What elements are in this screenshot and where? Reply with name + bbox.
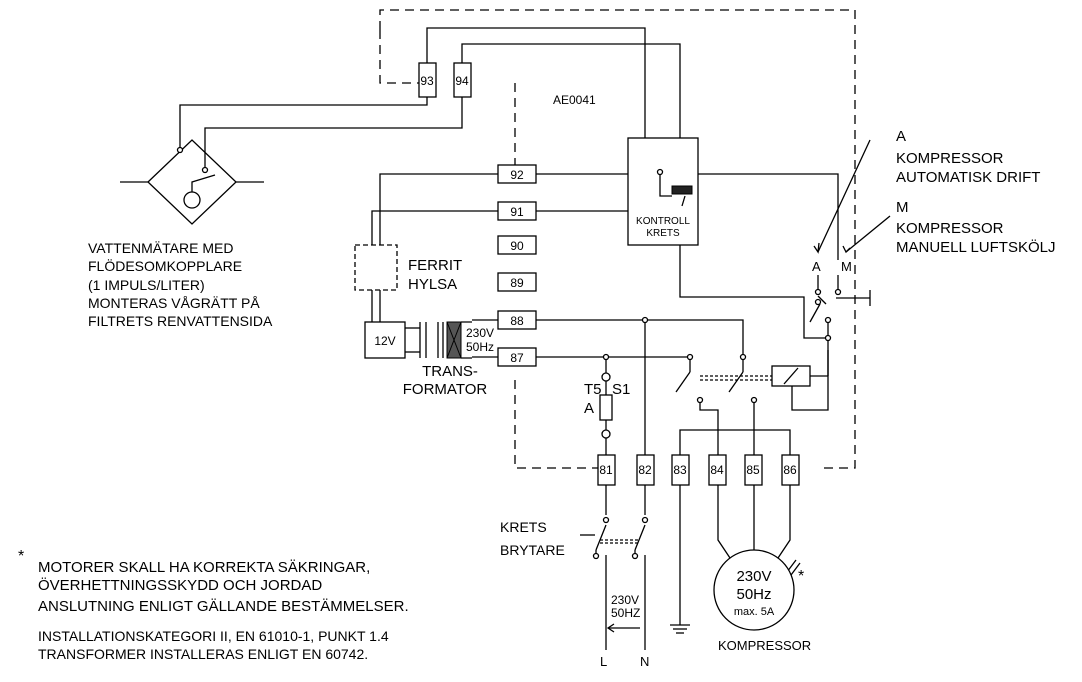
terminal-88: 88 [510,314,524,328]
notes-line4: INSTALLATIONSKATEGORI II, EN 61010-1, PU… [38,628,389,644]
terminal-89: 89 [510,276,524,290]
mains-voltage: 230V [611,593,639,607]
control-circuit-label-1: KONTROLL [636,216,690,227]
fuse-rating-a: A [584,400,594,417]
contact-a-label: A [812,259,821,274]
motor-max-current: max. 5A [734,606,775,618]
transformer-secondary-label: 12V [374,334,395,348]
relay-icon [656,168,693,207]
enclosure-boundary [379,9,856,469]
auto-mode-line2: AUTOMATISK DRIFT [896,169,1040,186]
notes-line2: ÖVERHETTNINGSSKYDD OCH JORDAD [38,576,322,594]
auto-mode-letter: A [896,128,906,145]
notes-line5: TRANSFORMER INSTALLERAS ENLIGT EN 60742. [38,646,368,662]
fuse-label-s1: S1 [612,381,630,398]
ferrite-label-2: HYLSA [408,276,457,293]
fuse-icon [599,372,613,439]
terminal-82: 82 [638,463,652,477]
terminal-87: 87 [510,351,524,365]
water-meter-line1: VATTENMÄTARE MED [88,240,233,256]
terminal-blocks [418,62,800,486]
mode-switch [809,139,891,338]
terminal-94: 94 [455,74,469,88]
terminal-93: 93 [420,74,434,88]
notes-line1: MOTORER SKALL HA KORREKTA SÄKRINGAR, [38,559,370,576]
ferrite-sleeve [354,244,398,291]
fuse-rating-t5: T5 [584,381,602,398]
contact-m-label: M [841,259,852,274]
auto-mode-line1: KOMPRESSOR [896,150,1004,167]
terminal-90: 90 [510,239,524,253]
motor-star: * [798,568,804,585]
transformer-label-2: FORMATOR [403,381,488,398]
transformer-primary-freq: 50Hz [466,340,494,354]
transformer-secondary-box [364,321,406,359]
terminal-85: 85 [746,463,760,477]
water-meter-line3: (1 IMPULS/LITER) [88,277,205,293]
terminal-86: 86 [783,463,797,477]
wiring [179,27,839,650]
transformer-icon [419,321,472,359]
terminal-81: 81 [599,463,613,477]
transformer-label-1: TRANS- [422,363,478,380]
manual-mode-line1: KOMPRESSOR [896,220,1004,237]
terminal-83: 83 [673,463,687,477]
water-meter-icon [120,139,264,225]
compressor-label: KOMPRESSOR [718,638,811,653]
junction-dots [592,316,832,560]
compressor-motor [713,549,795,631]
control-circuit-label-2: KRETS [646,228,680,239]
motor-frequency: 50Hz [736,586,771,603]
mains-n-label: N [640,654,649,669]
diagram-id: AE0041 [553,93,596,107]
breaker-label-1: KRETS [500,519,547,535]
manual-mode-line2: MANUELL LUFTSKÖLJ [896,238,1056,256]
mains-l-label: L [600,654,607,669]
manual-mode-letter: M [896,199,909,216]
notes-star: * [18,548,24,565]
terminal-91: 91 [510,205,524,219]
transformer-primary-voltage: 230V [466,326,494,340]
terminal-84: 84 [710,463,724,477]
mains-frequency: 50HZ [611,606,640,620]
ferrite-label-1: FERRIT [408,257,462,274]
water-meter-line5: FILTRETS RENVATTENSIDA [88,313,273,329]
water-meter-line4: MONTERAS VÅGRÄTT PÅ [88,295,260,311]
notes-line3: ANSLUTNING ENLIGT GÄLLANDE BESTÄMMELSER. [38,598,409,615]
breaker-label-2: BRYTARE [500,542,565,558]
motor-voltage: 230V [736,568,771,585]
water-meter-line2: FLÖDESOMKOPPLARE [88,257,242,274]
terminal-92: 92 [510,168,524,182]
